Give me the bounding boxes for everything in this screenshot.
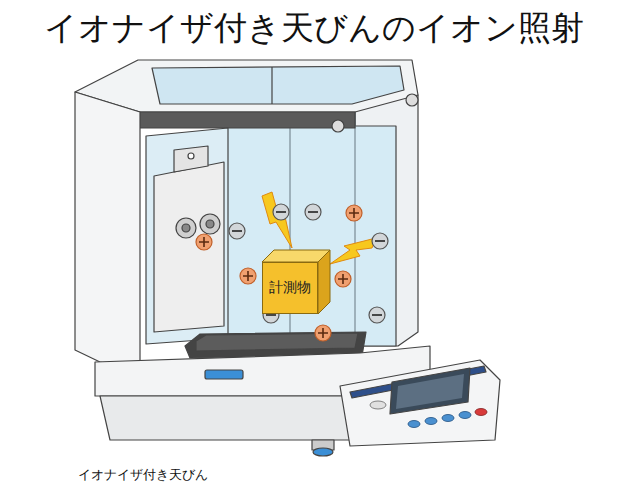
positive-ions [196,205,362,341]
nozzle-tip [206,220,214,228]
positive-ion [346,205,362,221]
plus-sign [338,274,348,284]
plus-sign [349,208,359,218]
slide-button [205,370,243,379]
button [370,401,386,409]
minus-sign [308,211,318,213]
minus-signs [232,212,385,315]
pan-top [196,333,358,351]
positive-ion [196,234,212,250]
ionizer-panel [154,162,224,332]
ionizer-nozzle [176,218,196,238]
display-panel [340,360,500,446]
minus-sign [266,314,276,316]
display-screen [390,368,470,414]
plus-sign [199,237,209,247]
knob [332,120,344,132]
positive-ion [335,271,351,287]
caption: イオナイザ付き天びん [78,466,208,484]
button [475,409,487,416]
negative-ions [229,204,388,323]
minus-sign [276,211,286,213]
positive-ion [315,325,331,341]
button [442,415,454,422]
door-glass [146,128,228,344]
minus-sign [232,230,242,232]
screen-glass [396,374,464,409]
negative-ion [305,204,321,220]
balance-body [75,60,500,456]
button [408,421,420,428]
minus-sign [375,240,385,242]
tab-hole [188,153,194,159]
button [459,412,471,419]
positive-ion [240,268,256,284]
negative-ion [372,233,388,249]
panel-buttons [370,401,487,428]
left-frame [75,92,140,372]
plus-signs [199,208,359,338]
glass-edge [354,112,355,346]
negative-ion [369,307,385,323]
negative-ion [273,204,289,220]
cube-side-face [318,250,330,314]
object-label: 計測物 [269,279,311,297]
lightning-bolt [330,238,376,264]
front-rail [138,112,355,128]
nozzle-tip [182,224,190,232]
glass-chamber [226,126,396,346]
lightning-bolts [262,192,376,264]
lightning-bolt [262,192,292,248]
plus-sign [243,271,253,281]
negative-ion [229,223,245,239]
top-glass [152,66,404,104]
ionizer-tab [174,146,208,172]
measured-object: 計測物 [262,262,318,314]
knob [406,94,418,106]
foot-screw [313,448,333,456]
ionizer-nozzle [200,214,220,234]
plus-sign [318,328,328,338]
button [425,418,437,425]
minus-sign [372,314,382,316]
top-cover [75,60,418,112]
title: イオナイザ付き天びんのイオン照射 [0,6,628,51]
top-glass-divider [271,67,272,104]
